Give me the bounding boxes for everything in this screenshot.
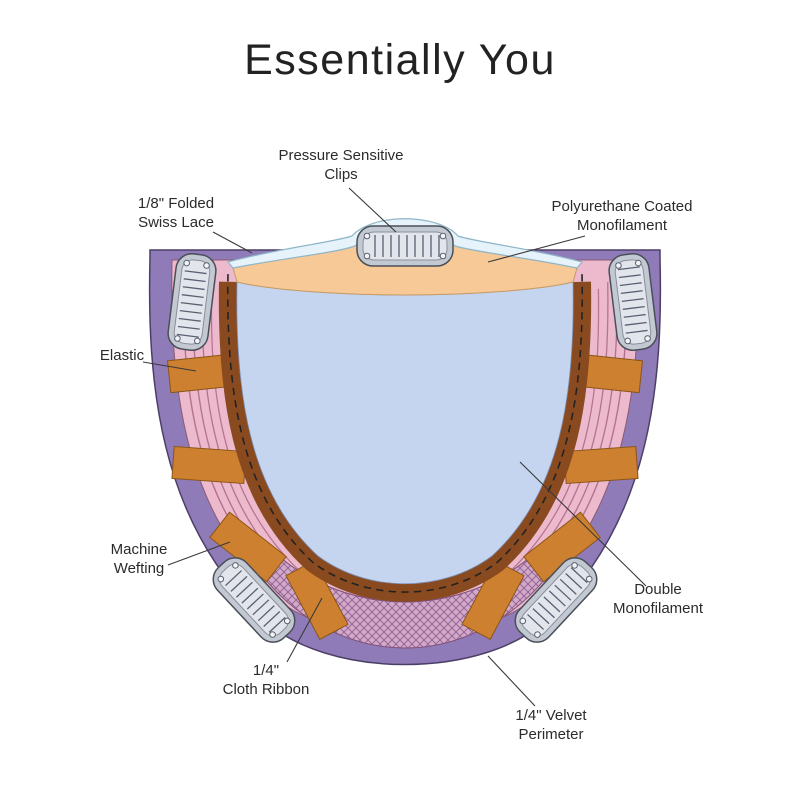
leader-machine-wefting <box>167 541 231 566</box>
ribbon-tab <box>171 445 247 485</box>
label-polyurethane: Polyurethane Coated Monofilament <box>551 198 693 234</box>
ribbon-tab <box>563 445 639 485</box>
leader-polyurethane <box>487 235 586 263</box>
ribbon-tab <box>461 560 525 640</box>
label-double-monofilament: Double Monofilament <box>612 581 704 617</box>
leader-cloth-ribbon <box>286 597 323 663</box>
leader-velvet-perimeter <box>487 655 536 707</box>
label-pressure-clips: Pressure Sensitive Clips <box>278 147 404 183</box>
pressure-clip-top <box>356 225 454 267</box>
leader-elastic <box>142 361 197 372</box>
label-cloth-ribbon: 1/4" Cloth Ribbon <box>222 662 310 698</box>
leader-swiss-lace <box>212 231 253 254</box>
leader-pressure-clips <box>348 187 397 233</box>
ribbon-tab <box>285 560 349 640</box>
page-title: Essentially You <box>244 36 556 84</box>
label-elastic: Elastic <box>99 347 145 364</box>
label-machine-wefting: Machine Wefting <box>110 541 168 577</box>
label-velvet-perimeter: 1/4" Velvet Perimeter <box>515 707 587 743</box>
label-swiss-lace: 1/8" Folded Swiss Lace <box>137 195 215 231</box>
leader-lines <box>142 187 647 707</box>
leader-double-monofilament <box>519 461 647 587</box>
